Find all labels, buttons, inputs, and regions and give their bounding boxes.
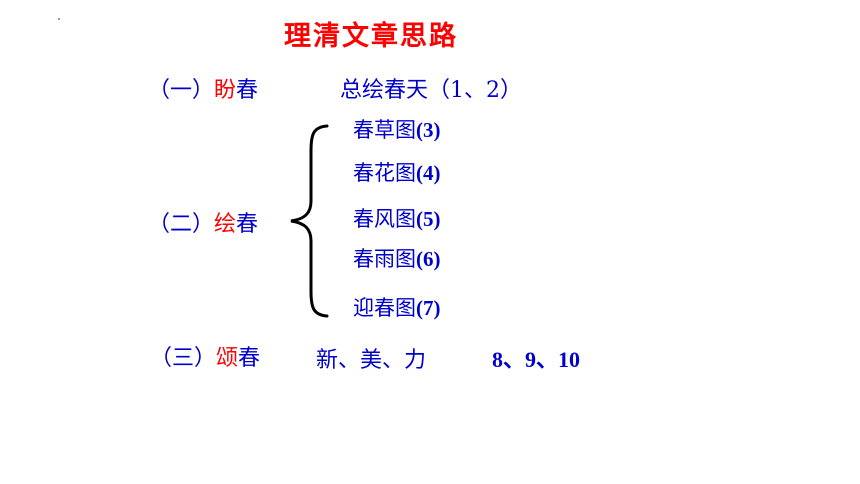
picture-label: 迎春图 xyxy=(353,296,416,320)
picture-number: (7) xyxy=(416,296,441,320)
picture-item: 春雨图(6) xyxy=(353,243,441,273)
section-2-prefix: （二） xyxy=(148,212,215,237)
curly-brace-icon xyxy=(290,124,329,318)
picture-number: (4) xyxy=(416,161,441,185)
section-3-content: 新、美、力 xyxy=(316,348,427,373)
section-2-suffix: 春 xyxy=(236,212,259,237)
section-1-prefix: （一） xyxy=(148,78,215,103)
section-1-suffix: 春 xyxy=(236,78,259,103)
picture-label: 春花图 xyxy=(353,161,416,185)
picture-label: 春雨图 xyxy=(353,247,416,271)
picture-item: 春花图(4) xyxy=(353,157,441,187)
page-title: 理清文章思路 xyxy=(284,21,458,52)
section-3-numbers: 8、9、10 xyxy=(492,347,581,372)
speck xyxy=(58,18,60,20)
section-1-heading: （一）盼春 xyxy=(148,72,258,104)
picture-label: 春草图 xyxy=(353,118,416,142)
picture-number: (3) xyxy=(416,118,441,142)
picture-item: 迎春图(7) xyxy=(353,292,441,322)
picture-number: (6) xyxy=(416,247,441,271)
picture-item: 春草图(3) xyxy=(353,114,441,144)
section-3-key: 颂 xyxy=(216,346,239,371)
section-3-suffix: 春 xyxy=(238,346,261,371)
picture-number: (5) xyxy=(416,207,441,231)
section-2-heading: （二）绘春 xyxy=(148,206,258,238)
section-2-key: 绘 xyxy=(214,212,237,237)
section-3-heading: （三）颂春 xyxy=(150,340,260,372)
section-1-key: 盼 xyxy=(214,78,237,103)
section-1-content: 总绘春天（1、2） xyxy=(340,78,522,103)
section-3-prefix: （三） xyxy=(150,346,217,371)
picture-item: 春风图(5) xyxy=(353,203,441,233)
picture-label: 春风图 xyxy=(353,207,416,231)
